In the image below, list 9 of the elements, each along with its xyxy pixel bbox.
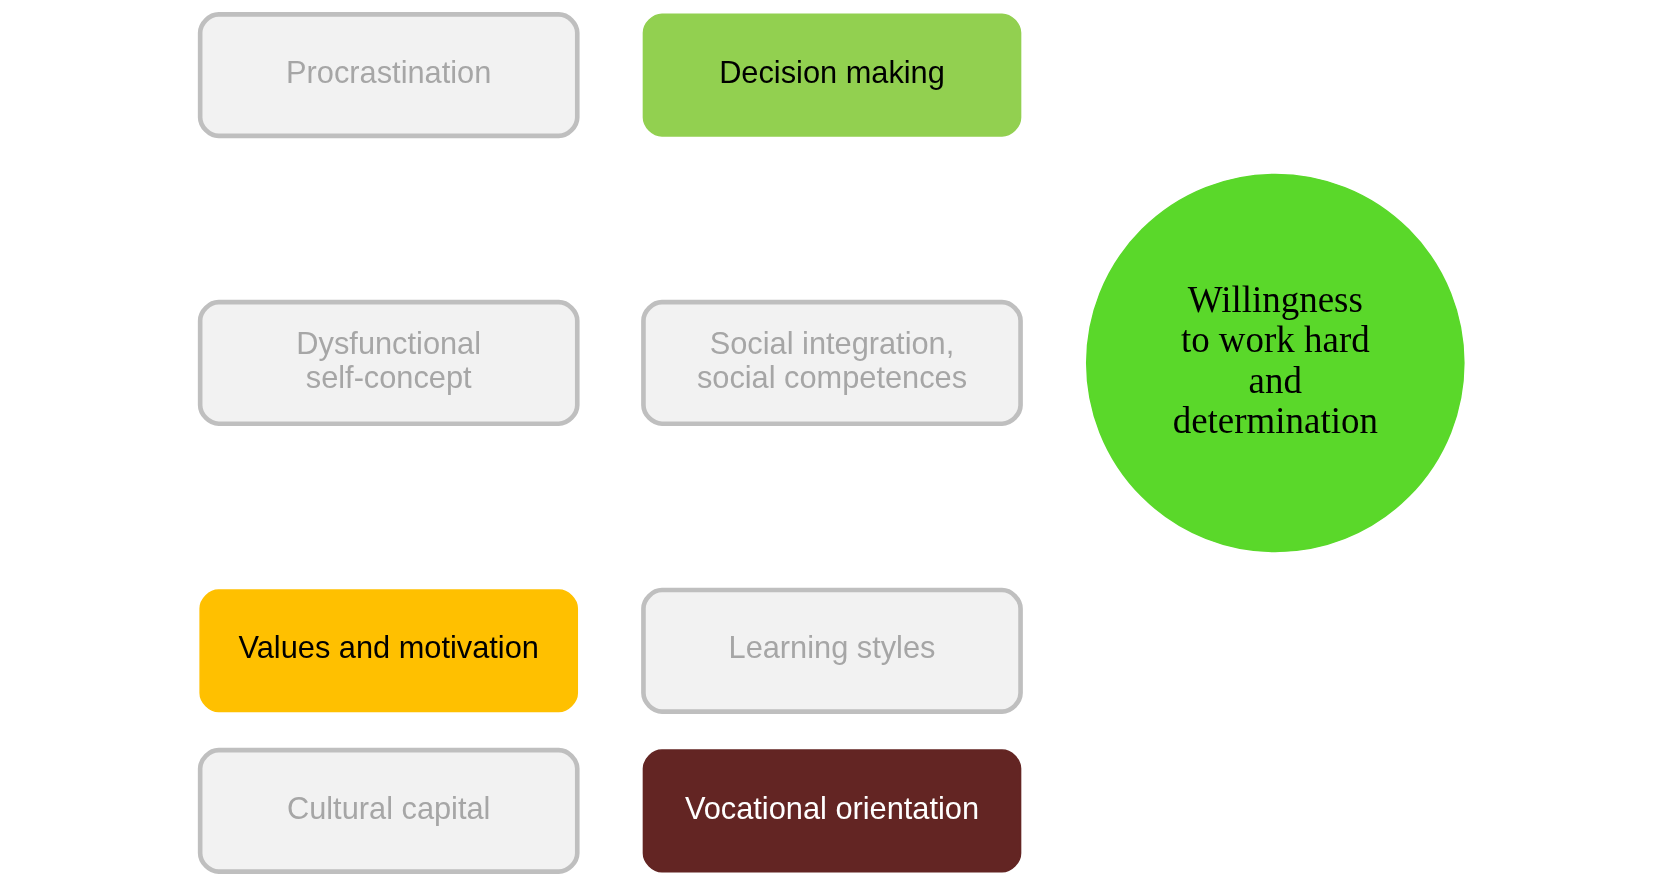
node-box: Vocational orientation xyxy=(642,749,1021,873)
node-box: Procrastination xyxy=(197,12,580,139)
node-box: Dysfunctional self-concept xyxy=(197,299,580,427)
node-box: Values and motivation xyxy=(198,589,578,713)
node-box: Learning styles xyxy=(640,587,1023,714)
node-box: Decision making xyxy=(642,13,1021,137)
node-box: Social integration, social competences xyxy=(640,299,1023,427)
node-box: Cultural capital xyxy=(197,747,580,874)
node-circle: Willingness to work hard and determination xyxy=(1085,173,1465,553)
